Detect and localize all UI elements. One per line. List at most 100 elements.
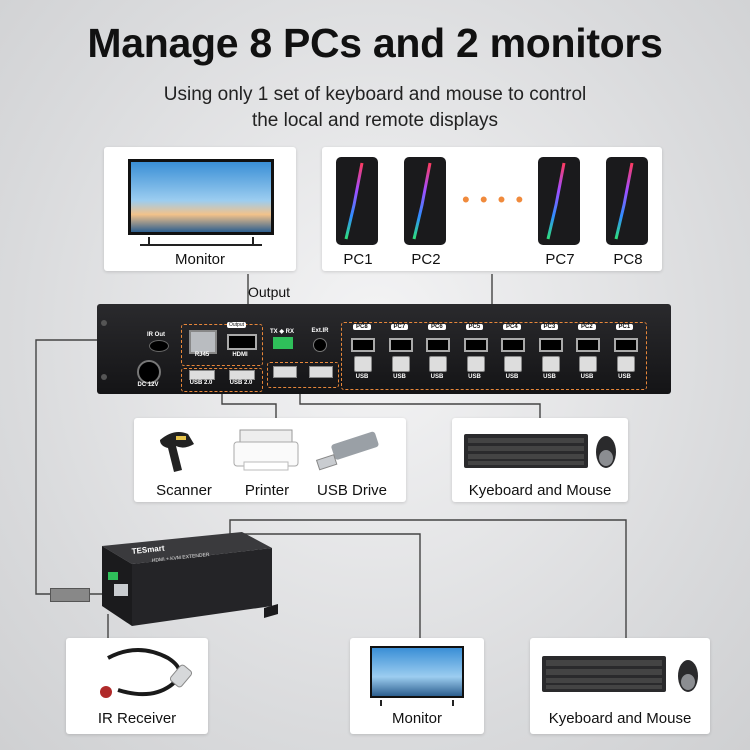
pc-usb-port[interactable] bbox=[429, 356, 447, 372]
pc-tower-icon bbox=[336, 157, 378, 245]
remote-kbm-card: Kyeboard and Mouse bbox=[530, 638, 710, 734]
pc-usb-port[interactable] bbox=[579, 356, 597, 372]
peripheral-icons bbox=[160, 429, 379, 472]
pc-usb-port[interactable] bbox=[466, 356, 485, 372]
pc-usb-port[interactable] bbox=[391, 356, 410, 372]
printer-label: Printer bbox=[244, 482, 290, 499]
usb-port-2[interactable] bbox=[229, 370, 255, 380]
keyboard-mouse-icon bbox=[464, 434, 616, 468]
txrx-terminal[interactable] bbox=[273, 337, 293, 349]
ir-receiver-icon bbox=[100, 648, 193, 698]
keyboard-mouse-icon bbox=[542, 656, 698, 692]
rj45-cable-connector bbox=[50, 588, 90, 602]
hdmi-label: HDMI bbox=[232, 352, 248, 358]
pc-hdmi-port[interactable] bbox=[501, 338, 525, 352]
monitor-icon bbox=[370, 646, 464, 706]
monitor-card: Monitor bbox=[104, 147, 296, 271]
ir-receiver-card: IR Receiver bbox=[66, 638, 208, 734]
pc-port-label: PC4 bbox=[503, 324, 521, 330]
page-title: Manage 8 PCs and 2 monitors bbox=[87, 20, 663, 66]
pc-usb-port[interactable] bbox=[616, 356, 635, 372]
hdmi-output-port[interactable] bbox=[227, 334, 257, 350]
pc-hdmi-port[interactable] bbox=[576, 338, 600, 352]
pc-tower-icon bbox=[538, 157, 580, 245]
usb-2-label-2: USB 2.0 bbox=[229, 380, 253, 386]
rj45-label: RJ45 bbox=[194, 352, 210, 358]
extender-brand: TESmart bbox=[131, 544, 165, 556]
pc-hdmi-port[interactable] bbox=[538, 338, 563, 352]
pc-port-label: PC1 bbox=[615, 324, 634, 330]
usb-label: USB bbox=[430, 374, 444, 380]
monitor-icon bbox=[128, 159, 274, 246]
pc-hdmi-port[interactable] bbox=[388, 338, 413, 352]
kvm-switch: IR Out RJ45 Output HDMI TX ◆ RX Ext.IR D… bbox=[97, 304, 671, 394]
pc-usb-port[interactable] bbox=[541, 356, 560, 372]
pc7-label: PC7 bbox=[545, 251, 575, 268]
pc-port-label: PC6 bbox=[428, 324, 446, 330]
peripherals-card: Scanner Printer USB Drive bbox=[134, 418, 406, 502]
pc-port-label: PC5 bbox=[465, 324, 484, 330]
pcs-card: • • • • PC1 PC2 PC7 PC8 bbox=[322, 147, 662, 271]
pc-usb-port[interactable] bbox=[354, 356, 372, 372]
rj45-port[interactable] bbox=[189, 330, 217, 354]
pc-towers bbox=[336, 157, 648, 245]
pc-port-label: PC8 bbox=[353, 324, 371, 330]
printer-icon bbox=[233, 429, 299, 471]
usb-port-1[interactable] bbox=[189, 370, 215, 380]
kvm-extender: TESmart HDMI + KVM EXTENDER bbox=[102, 532, 278, 626]
pc-port-label: PC7 bbox=[390, 324, 409, 330]
usb-2-label-1: USB 2.0 bbox=[189, 380, 213, 386]
subtitle-line-2: the local and remote displays bbox=[251, 110, 499, 131]
dc-power-jack[interactable] bbox=[137, 360, 161, 384]
scanner-label: Scanner bbox=[156, 482, 212, 499]
pc-tower-icon bbox=[404, 157, 446, 245]
txrx-label: TX ◆ RX bbox=[270, 329, 294, 335]
pc-hdmi-port[interactable] bbox=[463, 338, 488, 352]
pc-tower-icon bbox=[606, 157, 648, 245]
ext-ir-label: Ext.IR bbox=[311, 328, 329, 334]
output-label: Output bbox=[248, 284, 291, 300]
subtitle-line-1: Using only 1 set of keyboard and mouse t… bbox=[163, 84, 587, 105]
output-tag: Output bbox=[227, 322, 247, 328]
usb-keyboard-port[interactable] bbox=[309, 366, 333, 378]
ellipsis-dots: • • • • bbox=[462, 187, 526, 212]
remote-monitor-card: Monitor bbox=[350, 638, 484, 734]
ir-out-jack[interactable] bbox=[149, 340, 169, 352]
pc1-label: PC1 bbox=[343, 251, 373, 268]
usb-label: USB bbox=[543, 374, 556, 380]
monitor-label: Monitor bbox=[174, 251, 226, 268]
usb-label: USB bbox=[355, 374, 369, 380]
pc8-label: PC8 bbox=[613, 251, 643, 268]
pc-hdmi-port[interactable] bbox=[613, 338, 638, 352]
ext-ir-jack[interactable] bbox=[313, 338, 327, 352]
usb-hotkey-port[interactable] bbox=[273, 366, 297, 378]
pc-hdmi-port[interactable] bbox=[351, 338, 375, 352]
pc-hdmi-port[interactable] bbox=[426, 338, 450, 352]
usb-drive-icon bbox=[315, 431, 379, 471]
remote-monitor-label: Monitor bbox=[391, 710, 443, 727]
ir-receiver-label: IR Receiver bbox=[97, 710, 177, 727]
usb-label: USB bbox=[468, 374, 481, 380]
remote-kbm-label: Kyeboard and Mouse bbox=[548, 710, 692, 727]
pc-port-label: PC2 bbox=[578, 324, 596, 330]
usb-drive-label: USB Drive bbox=[316, 482, 387, 499]
usb-label: USB bbox=[580, 374, 594, 380]
pc-ports-block bbox=[341, 322, 647, 390]
scanner-icon bbox=[160, 432, 194, 472]
pc2-label: PC2 bbox=[411, 251, 441, 268]
pc-port-label: PC3 bbox=[540, 324, 559, 330]
pc-usb-port[interactable] bbox=[504, 356, 522, 372]
usb-label: USB bbox=[393, 374, 406, 380]
local-kbm-card: Kyeboard and Mouse bbox=[452, 418, 628, 502]
usb-label: USB bbox=[618, 374, 631, 380]
dc-label: DC 12V bbox=[137, 382, 159, 388]
usb-label: USB bbox=[505, 374, 519, 380]
